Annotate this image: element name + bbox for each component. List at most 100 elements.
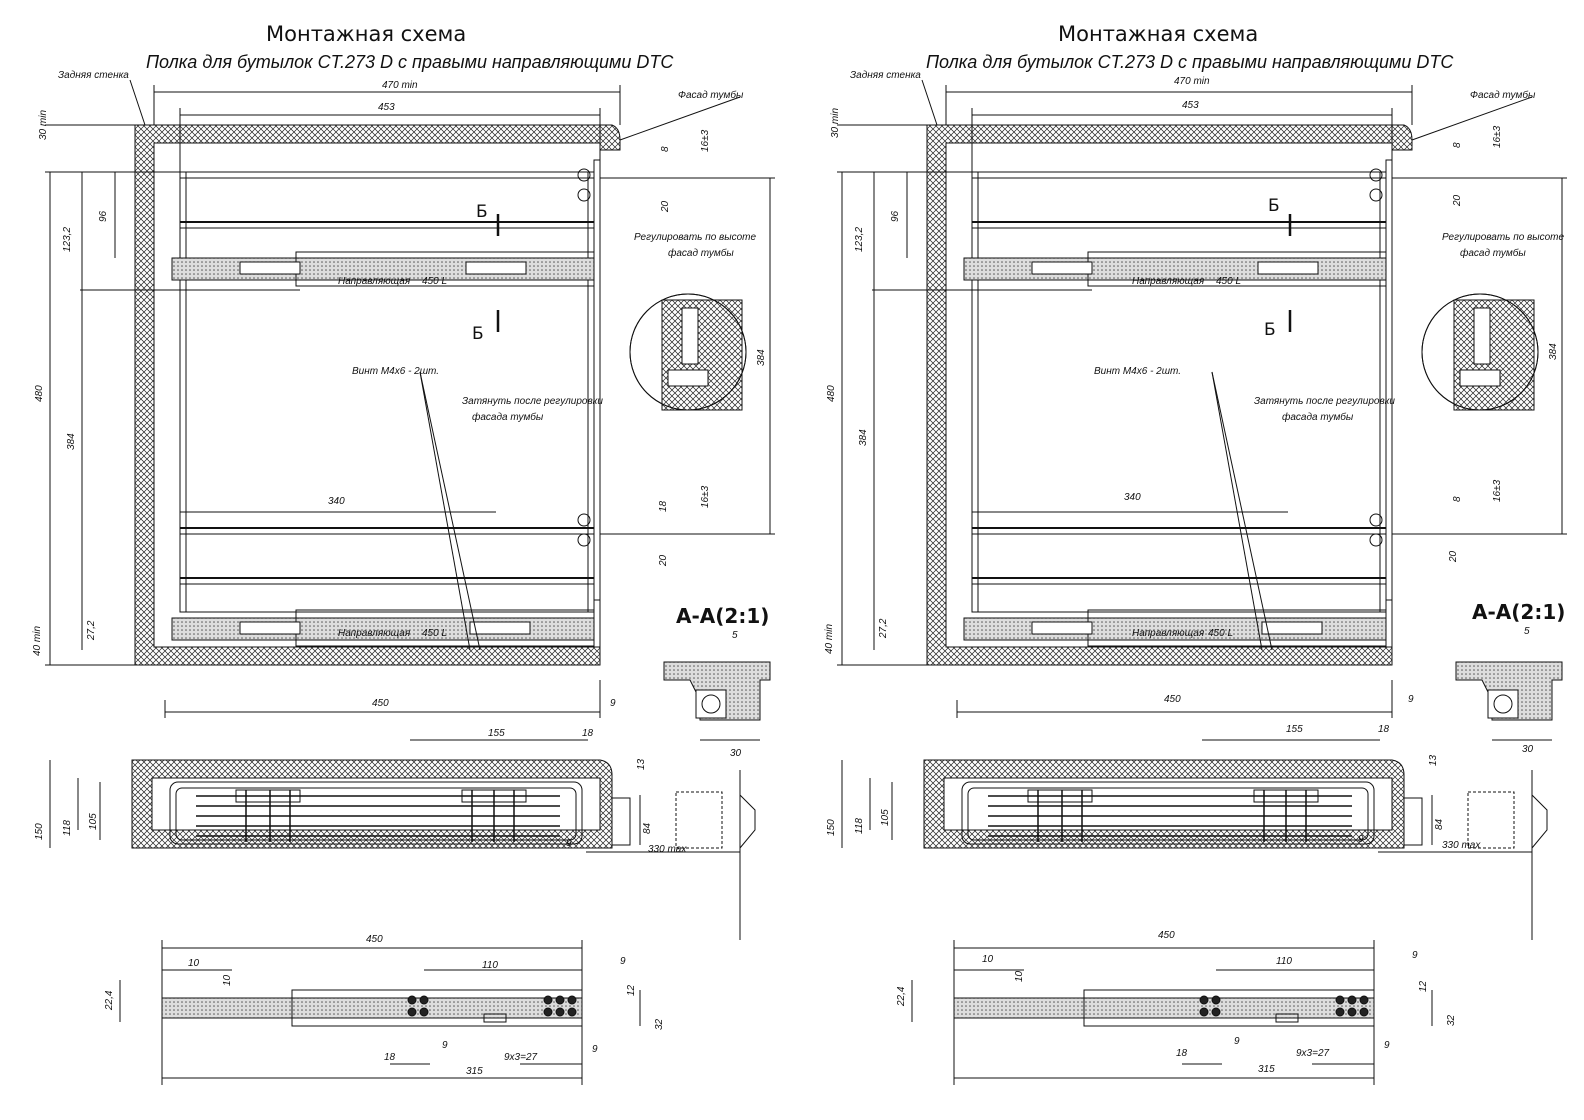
label-guide-bottom: Направляющая bbox=[1132, 628, 1205, 639]
dim-9x3: 9x3=27 bbox=[1296, 1048, 1330, 1059]
section-aa-label: А-А(2:1) bbox=[676, 604, 770, 628]
section-mark-b-top: Б bbox=[1268, 196, 1280, 216]
label-tighten-2: фасада тумбы bbox=[1282, 412, 1354, 423]
section-mark-b-bottom: Б bbox=[1264, 320, 1276, 340]
dim-9-mid: 9 bbox=[1358, 834, 1364, 845]
label-screw: Винт М4х6 - 2шт. bbox=[1094, 366, 1182, 377]
dim-16-a: 16±3 bbox=[700, 129, 711, 152]
dim-18-mid: 18 bbox=[582, 728, 594, 739]
label-guide-bottom-len: 450 L bbox=[1208, 628, 1234, 639]
dim-84: 84 bbox=[642, 822, 653, 834]
dim-150: 150 bbox=[34, 823, 45, 840]
dim-315: 315 bbox=[1258, 1064, 1275, 1075]
label-guide-top: Направляющая bbox=[338, 276, 411, 287]
dim-340: 340 bbox=[1124, 492, 1141, 503]
dim-18: 18 bbox=[658, 500, 669, 512]
drawing-graphics bbox=[837, 79, 1567, 1085]
dim-123-2: 123,2 bbox=[854, 226, 865, 252]
dim-384-right: 384 bbox=[756, 349, 767, 366]
dim-22-4: 22,4 bbox=[896, 986, 907, 1006]
label-adjust-height: Регулировать по высоте bbox=[634, 232, 757, 243]
dim-30: 30 min bbox=[830, 107, 841, 138]
drawing-sheet-left: Монтажная схема Полка для бутылок CT.273… bbox=[32, 22, 775, 1085]
dim-30-aa: 30 bbox=[1522, 744, 1534, 755]
dim-470: 470 min bbox=[1174, 76, 1210, 87]
dim-330: 330 max bbox=[1442, 840, 1481, 851]
dim-18-mid: 18 bbox=[1378, 724, 1390, 735]
dim-32: 32 bbox=[1446, 1014, 1457, 1026]
dim-9-d: 9 bbox=[592, 1044, 598, 1055]
dim-9-a: 9 bbox=[1408, 694, 1414, 705]
dim-450-bottom: 450 bbox=[366, 934, 383, 945]
dim-30: 30 min bbox=[38, 109, 49, 140]
section-aa-label: А-А(2:1) bbox=[1472, 600, 1566, 624]
dim-480: 480 bbox=[826, 385, 837, 402]
dim-22-4: 22,4 bbox=[104, 990, 115, 1010]
label-guide-top: Направляющая bbox=[1132, 276, 1205, 287]
dim-10-a: 10 bbox=[982, 954, 994, 965]
label-screw: Винт М4х6 - 2шт. bbox=[352, 366, 440, 377]
dim-40: 40 min bbox=[32, 625, 43, 656]
label-guide-bottom: Направляющая bbox=[338, 628, 411, 639]
label-guide-top-len: 450 L bbox=[422, 276, 448, 287]
drawing-title: Монтажная схема bbox=[266, 22, 467, 46]
label-tighten: Затянуть после регулировки bbox=[1254, 396, 1395, 407]
dim-40: 40 min bbox=[824, 623, 835, 654]
dim-12: 12 bbox=[1418, 980, 1429, 992]
section-mark-b-bottom: Б bbox=[472, 324, 484, 344]
dim-30-aa: 30 bbox=[730, 748, 742, 759]
label-back-wall: Задняя стенка bbox=[58, 70, 129, 81]
label-cabinet-front: Фасад тумбы bbox=[678, 90, 744, 101]
label-adjust-height-2: фасад тумбы bbox=[1460, 248, 1526, 259]
dim-105: 105 bbox=[88, 813, 99, 830]
dim-155: 155 bbox=[1286, 724, 1303, 735]
dim-16-b: 16±3 bbox=[700, 485, 711, 508]
dim-384: 384 bbox=[858, 429, 869, 446]
dim-9-b: 9 bbox=[1412, 950, 1418, 961]
dim-20-a: 20 bbox=[1452, 194, 1463, 206]
dim-9-mid: 9 bbox=[566, 838, 572, 849]
dim-118: 118 bbox=[62, 820, 73, 836]
dim-453: 453 bbox=[378, 102, 395, 113]
dim-450-top: 450 bbox=[1164, 694, 1181, 705]
dim-10-a: 10 bbox=[188, 958, 200, 969]
dim-155: 155 bbox=[488, 728, 505, 739]
dim-110: 110 bbox=[1276, 956, 1292, 967]
dim-13: 13 bbox=[1428, 754, 1439, 766]
dim-110: 110 bbox=[482, 960, 498, 971]
dim-96: 96 bbox=[98, 210, 109, 222]
dim-330: 330 max bbox=[648, 844, 687, 855]
dim-96: 96 bbox=[890, 210, 901, 222]
dim-340: 340 bbox=[328, 496, 345, 507]
dim-32: 32 bbox=[654, 1018, 665, 1030]
dim-13: 13 bbox=[636, 758, 647, 770]
dim-105: 105 bbox=[880, 809, 891, 826]
dim-16-a: 16±3 bbox=[1492, 125, 1503, 148]
label-cabinet-front: Фасад тумбы bbox=[1470, 90, 1536, 101]
dim-315: 315 bbox=[466, 1066, 483, 1077]
dim-9-a: 9 bbox=[610, 698, 616, 709]
dim-5: 5 bbox=[1524, 626, 1530, 637]
dim-20-b: 20 bbox=[658, 554, 669, 566]
dim-5: 5 bbox=[732, 630, 738, 641]
drawing-subtitle: Полка для бутылок CT.273 D с правыми нап… bbox=[146, 52, 674, 72]
dim-27-2: 27,2 bbox=[878, 618, 889, 638]
dim-27-2: 27,2 bbox=[86, 620, 97, 640]
drawing-title: Монтажная схема bbox=[1058, 22, 1259, 46]
dim-8-b: 8 bbox=[1452, 496, 1463, 502]
dim-84: 84 bbox=[1434, 818, 1445, 830]
drawing-subtitle: Полка для бутылок CT.273 D с правыми нап… bbox=[926, 52, 1454, 72]
drawing-graphics bbox=[45, 79, 775, 1085]
dim-18-bottom: 18 bbox=[1176, 1048, 1188, 1059]
label-tighten: Затянуть после регулировки bbox=[462, 396, 603, 407]
dim-9-d: 9 bbox=[1384, 1040, 1390, 1051]
label-guide-bottom-len: 450 L bbox=[422, 628, 448, 639]
dim-20-b: 20 bbox=[1448, 550, 1459, 562]
dim-480: 480 bbox=[34, 385, 45, 402]
dim-16-b: 16±3 bbox=[1492, 479, 1503, 502]
label-adjust-height: Регулировать по высоте bbox=[1442, 232, 1565, 243]
dim-123-2: 123,2 bbox=[62, 226, 73, 252]
dim-10-b: 10 bbox=[1014, 970, 1025, 982]
dim-9x3: 9x3=27 bbox=[504, 1052, 538, 1063]
drawing-sheet-right: Монтажная схема Полка для бутылок CT.273… bbox=[792, 0, 1584, 1120]
